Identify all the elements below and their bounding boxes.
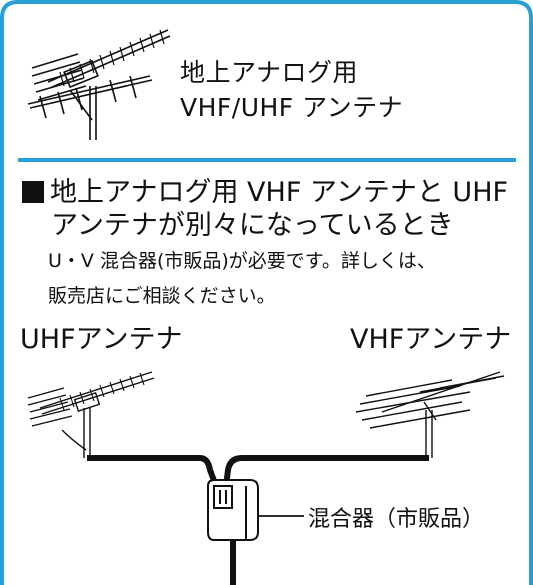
mixer-icon [207, 479, 259, 541]
vhf-antenna-icon [355, 371, 505, 458]
section-heading-line2: アンテナが別々になっているとき [51, 210, 454, 241]
header-title-line1: 地上アナログ用 [180, 58, 359, 87]
mixer-label: 混合器（市販品） [308, 507, 485, 532]
uhf-antenna-label: UHFアンテナ [20, 324, 183, 355]
uhf-antenna-icon [27, 371, 155, 458]
bullet-square-icon [22, 181, 44, 203]
section-note-line1: U・V 混合器(市販品)が必要です。詳しくは、 [48, 250, 436, 272]
section-divider [18, 158, 516, 162]
section-heading-text1: 地上アナログ用 VHF アンテナと UHF [50, 177, 509, 208]
section-heading-line1: 地上アナログ用 VHF アンテナと UHF [22, 176, 508, 210]
section-note-line2: 販売店にご相談ください。 [48, 285, 276, 307]
vhf-antenna-label: VHFアンテナ [350, 324, 512, 355]
header-title-line2: VHF/UHF アンテナ [180, 93, 404, 122]
